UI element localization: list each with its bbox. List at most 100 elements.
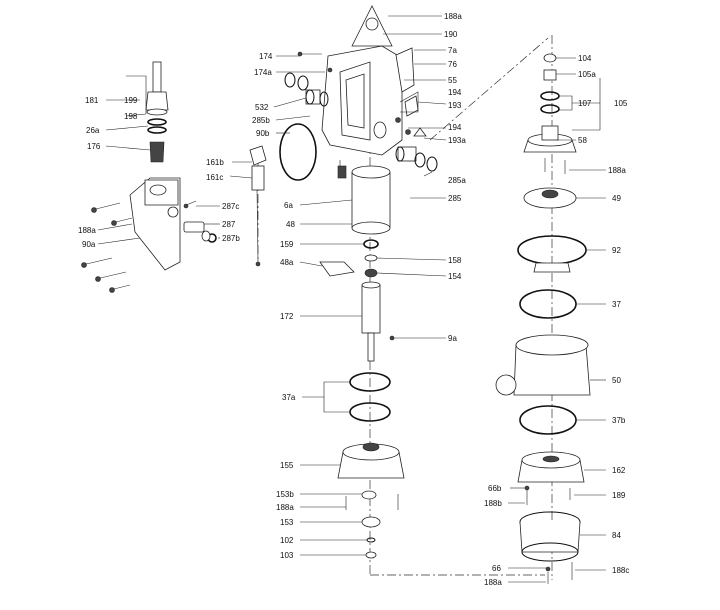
stator-48 [351,171,391,229]
label-92: 92 [612,246,621,255]
label-155: 155 [280,461,294,470]
label-58: 58 [578,136,587,145]
cable-gland-nut-198 [146,108,168,116]
nut-104 [543,53,557,63]
sensor-body-161c [251,165,265,191]
label-287: 287 [222,220,236,229]
label-188a-center: 188a [276,503,294,512]
cable-lug-176 [149,141,165,163]
housing-face-window [345,73,365,129]
label-158: 158 [448,256,462,265]
washer-66 [545,566,551,572]
leader-lines [97,15,606,583]
label-188c: 188c [612,566,629,575]
label-66: 66 [492,564,501,573]
screw-174a [327,67,333,73]
label-287c: 287c [222,202,239,211]
label-50: 50 [612,376,621,385]
label-188b: 188b [484,499,502,508]
seal-105a [543,69,557,81]
strainer-84 [519,521,581,553]
junction-box-port [149,184,167,196]
label-153: 153 [280,518,294,527]
seal-set-285 [395,146,438,172]
label-194b: 194 [448,123,462,132]
label-199: 199 [124,96,138,105]
cable-gland-199 [145,91,169,111]
label-176: 176 [87,142,101,151]
label-76: 76 [448,60,457,69]
label-188a-bottom: 188a [484,578,502,587]
label-188a-right: 188a [608,166,626,175]
label-188a-left: 188a [78,226,96,235]
label-107: 107 [578,99,592,108]
plug-287 [183,221,205,233]
seal-housing-155-hub [362,442,380,452]
label-104: 104 [578,54,592,63]
rotor-172-top [361,281,381,289]
cable-clip-48a [319,261,355,277]
label-174a: 174a [254,68,272,77]
ring-102 [366,537,376,543]
impeller-49-hub [541,189,559,199]
o-ring-37b [519,405,577,435]
washer-66b [524,485,530,491]
washer-103 [365,551,377,559]
label-37a: 37a [282,393,296,402]
label-9a: 9a [448,334,457,343]
o-ring-26a-lower [147,126,167,134]
diagonal-link-line [429,37,549,141]
o-ring-90b [279,123,317,181]
o-ring-26a-upper [147,118,167,126]
label-105: 105 [614,99,628,108]
sensor-cable [256,189,259,263]
motor-housing-group [279,5,438,181]
pump-column-group [495,53,591,584]
seal-bushing-285 [397,146,417,162]
label-159: 159 [280,240,294,249]
label-153b: 153b [276,490,294,499]
sensor-cable-group [249,145,267,267]
cone-193a [413,127,427,137]
label-189: 189 [612,491,626,500]
clamp-92-latch [533,262,571,273]
label-7a: 7a [448,46,457,55]
part-labels: 188a 190 7a 76 55 194 193 194 193a 174 1… [78,12,629,587]
label-285a: 285a [448,176,466,185]
stator-48-top [351,165,391,179]
cable-entry-group [81,61,217,293]
seal-set-532 [284,72,329,107]
sensor-clip-161b [249,145,267,166]
label-6a: 6a [284,201,293,210]
label-66b: 66b [488,484,502,493]
volute-50-top [515,334,589,356]
o-ring-37 [519,289,577,319]
strainer-84-bottom [521,542,579,562]
label-49: 49 [612,194,621,203]
rotor-stack-group [319,165,405,559]
o-ring-107-lower [540,104,560,114]
label-285b: 285b [252,116,270,125]
shaft-172 [367,332,375,362]
vent-193 [404,95,419,117]
label-154: 154 [448,272,462,281]
label-190: 190 [444,30,458,39]
label-188a-top: 188a [444,12,462,21]
label-161c: 161c [206,173,223,182]
label-48: 48 [286,220,295,229]
label-174: 174 [259,52,273,61]
seal-153b [361,490,377,500]
label-55: 55 [448,76,457,85]
label-285: 285 [448,194,462,203]
label-194a: 194 [448,88,462,97]
sensor-cable-end [255,261,261,267]
stator-48-bottom [351,221,391,235]
label-193a: 193a [448,136,466,145]
rotor-172 [361,284,381,334]
screws-188a-left [81,202,133,293]
plug-194-lower [405,129,411,135]
washer-158 [364,254,378,262]
label-103: 103 [280,551,294,560]
